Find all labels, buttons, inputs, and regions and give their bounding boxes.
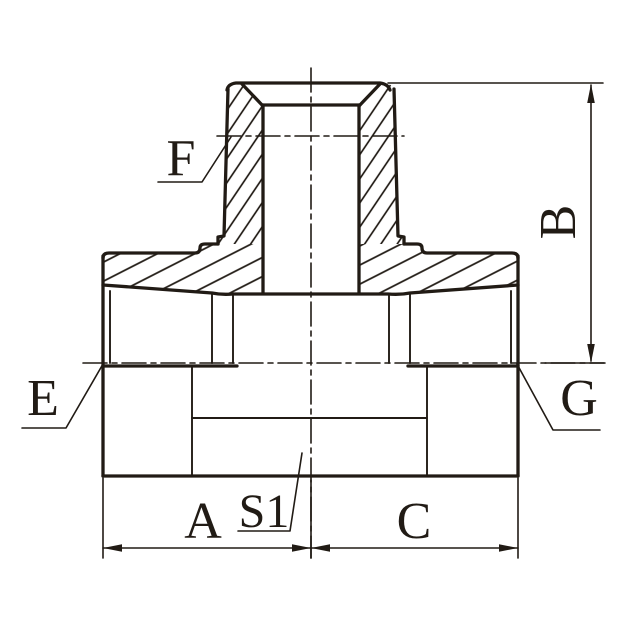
dimension-arrows (103, 84, 595, 552)
flange-right-hatch (359, 244, 518, 294)
flange-top-right (402, 242, 520, 260)
thin-edges (109, 290, 512, 477)
stub-outer-wall-left (216, 87, 230, 246)
label-b: B (530, 205, 587, 240)
bore-chamfer-left (240, 82, 265, 108)
arrow-c-left (311, 544, 330, 552)
flange-left-hatch (103, 244, 263, 294)
bore-chamfer-right (357, 82, 382, 108)
arrow-a-left (103, 544, 122, 552)
stub-left-wall-hatch (218, 83, 263, 244)
label-c: C (397, 493, 432, 550)
dimension-labels: F B E G A S1 C (27, 130, 598, 550)
section-hatching (103, 83, 518, 294)
label-s1: S1 (239, 485, 290, 538)
label-f: F (167, 130, 196, 187)
leader-f (157, 136, 232, 183)
arrow-c-right (499, 544, 518, 552)
leader-g (516, 363, 601, 431)
leader-s1 (237, 452, 303, 532)
arrow-a-right (292, 544, 311, 552)
stub-right-wall-hatch (359, 83, 404, 244)
flange-underside (101, 283, 520, 296)
arrow-b-up (587, 84, 595, 103)
stub-outer-wall-right (392, 87, 406, 246)
stub-top-face (225, 81, 392, 92)
label-a: A (184, 493, 222, 550)
label-g: G (560, 370, 598, 427)
leader-e (21, 363, 104, 429)
arrow-b-down (587, 344, 595, 363)
flange-top-left (101, 242, 220, 260)
label-e: E (27, 370, 59, 427)
